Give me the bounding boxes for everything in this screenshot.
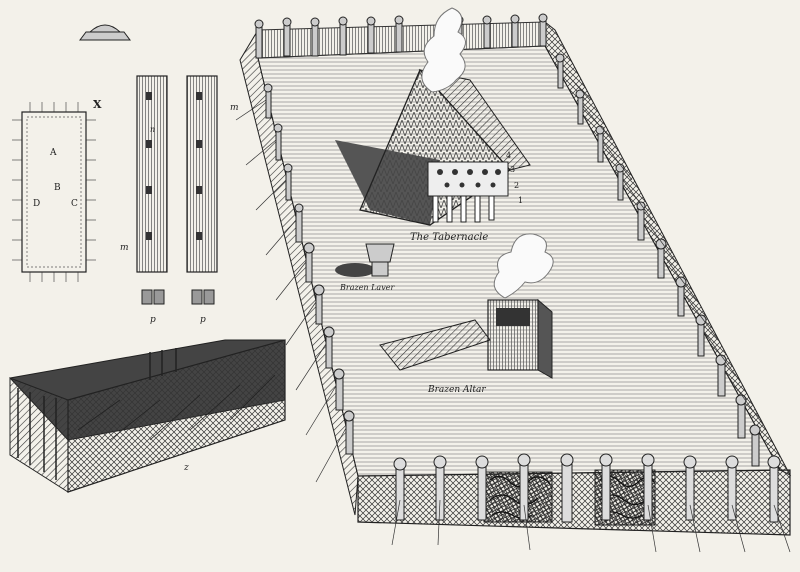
framework-cross-bars bbox=[77, 374, 276, 441]
left-pillars bbox=[263, 83, 355, 455]
plan-ticks bbox=[12, 102, 96, 282]
tabernacle-entrance-pillars bbox=[432, 195, 495, 223]
front-tent-ropes bbox=[391, 499, 791, 553]
framework-letter-z: z bbox=[183, 463, 189, 473]
court-front-curtain bbox=[357, 469, 791, 536]
brazen-laver bbox=[365, 243, 395, 277]
framework-bars bbox=[17, 348, 177, 480]
plan-letter-b: B bbox=[54, 183, 61, 193]
altar-grate bbox=[496, 308, 530, 326]
board-letter-n: n bbox=[150, 125, 155, 134]
altar-smoke bbox=[493, 233, 554, 299]
altar-side bbox=[537, 298, 553, 379]
tabernacle-number-2: 2 bbox=[514, 181, 519, 190]
board-letter-m2: m bbox=[120, 243, 129, 253]
board-right bbox=[186, 75, 218, 273]
tabernacle-front-curtain bbox=[427, 161, 509, 197]
left-tent-ropes bbox=[235, 99, 347, 483]
board-rings bbox=[146, 92, 202, 240]
plan-letter-c: C bbox=[71, 199, 78, 209]
tabernacle-number-3: 3 bbox=[510, 165, 515, 174]
board-letter-m1: m bbox=[230, 103, 239, 113]
tabernacle-curtain-figures bbox=[437, 169, 501, 188]
plan-letter-d: D bbox=[33, 199, 40, 209]
label-brazen-laver: Brazen Laver bbox=[339, 283, 395, 292]
board-tenons bbox=[141, 289, 215, 305]
board-letter-p2: p bbox=[200, 315, 206, 325]
tabernacle-number-4: 4 bbox=[506, 151, 511, 160]
label-tabernacle: The Tabernacle bbox=[410, 232, 488, 243]
right-tent-ropes bbox=[562, 69, 765, 427]
tabernacle-number-1: 1 bbox=[518, 196, 523, 205]
board-left bbox=[136, 75, 168, 273]
front-pillars bbox=[393, 453, 781, 523]
tabernacle-smoke bbox=[421, 7, 466, 93]
plan-letter-a: A bbox=[49, 148, 57, 158]
board-letter-p1: p bbox=[150, 315, 156, 325]
label-brazen-altar: Brazen Altar bbox=[427, 385, 486, 395]
small-cover-detail bbox=[79, 24, 131, 41]
plan-letter-x: X bbox=[93, 98, 102, 111]
laver-shadow bbox=[335, 263, 375, 277]
